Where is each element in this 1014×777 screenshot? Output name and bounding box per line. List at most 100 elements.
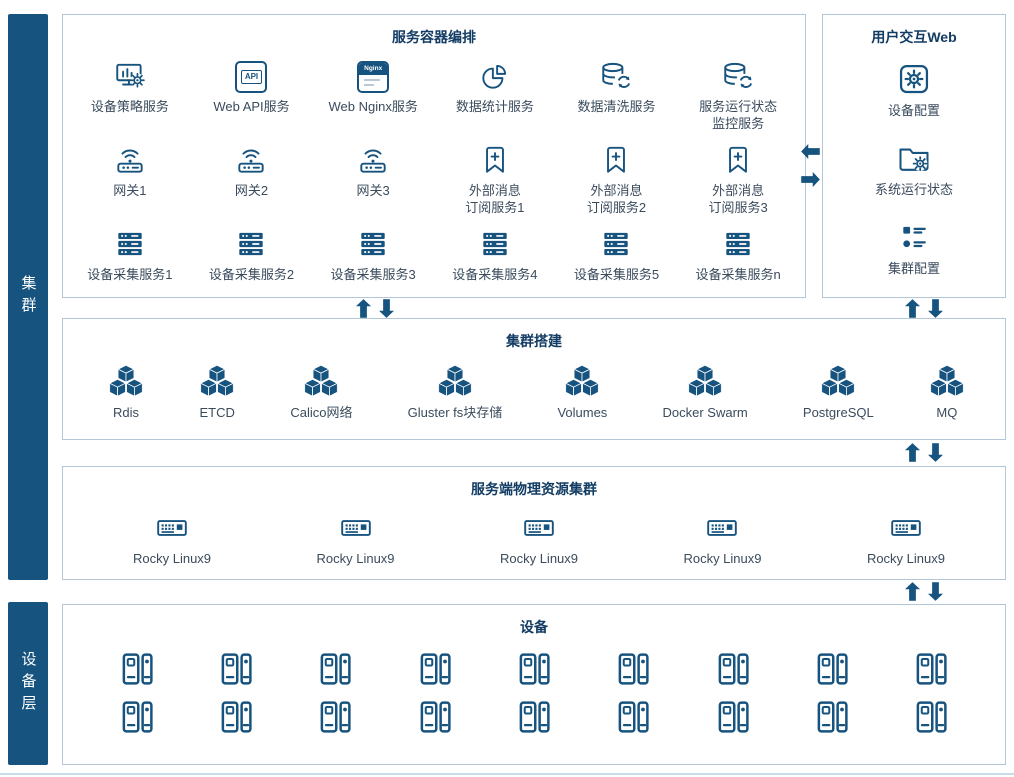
orchestration-box: 服务容器编排 设备策略服务 API Web API服务 Nginx (62, 14, 806, 298)
user-web-box: 用户交互Web 设备配置 系统运行状态 集群配置 (822, 14, 1006, 298)
device-icon (613, 697, 653, 737)
server-hardware-icon (522, 511, 556, 545)
node-label: Rdis (112, 405, 139, 420)
api-box-text: API (240, 70, 263, 84)
cluster-setup-box: 集群搭建 Rdis ETCD Calico网络 Gluster fs块存储 Vo… (62, 318, 1006, 440)
device-icon (315, 649, 355, 689)
router-icon (234, 143, 268, 177)
node-device-policy-service: 设备策略服务 (69, 59, 191, 133)
device-icon (117, 697, 157, 737)
list-config-icon (896, 219, 932, 255)
node-external-msg-subscribe-1: 外部消息 订阅服务1 (434, 143, 556, 217)
orchestration-web-arrows (803, 142, 818, 189)
node-label: Rocky Linux9 (499, 551, 579, 566)
node-gateway-3: 网关3 (312, 143, 434, 217)
arrow-down-icon (928, 582, 943, 601)
node-label: Rocky Linux9 (866, 551, 945, 566)
node-label: Rocky Linux9 (683, 551, 762, 566)
bookmark-plus-icon (478, 143, 512, 177)
node-web-nginx-service: Nginx Web Nginx服务 (312, 59, 434, 133)
node-gateway-2: 网关2 (191, 143, 313, 217)
nginx-box-icon: Nginx (357, 61, 390, 93)
cubes-icon (108, 363, 144, 399)
device-icon (911, 649, 951, 689)
cluster-layer-bar: 集群 (8, 14, 48, 580)
node-label: 数据清洗服务 (577, 99, 656, 114)
device-icon (713, 697, 753, 737)
node-cluster-config: 集群配置 (888, 219, 940, 278)
orchestration-row-3: 设备采集服务1 设备采集服务2 设备采集服务3 设备采集服务4 设备采集服务5 … (63, 227, 805, 284)
node-label: Volumes (557, 405, 608, 420)
server-hardware-icon (705, 511, 739, 545)
server-hardware-icon (889, 511, 923, 545)
node-external-msg-subscribe-3: 外部消息 订阅服务3 (677, 143, 799, 217)
physical-cluster-items: Rocky Linux9 Rocky Linux9 Rocky Linux9 R… (63, 499, 1005, 568)
device-icon (911, 697, 951, 737)
node-label: 设备策略服务 (90, 99, 169, 114)
node-calico-network: Calico网络 (290, 363, 352, 422)
node-label: 设备采集服务2 (208, 266, 295, 282)
arrow-right-icon (801, 172, 820, 187)
node-etcd: ETCD (199, 363, 235, 422)
node-label: Rocky Linux9 (133, 551, 212, 566)
server-stack-icon (721, 227, 755, 261)
node-device-collect-1: 设备采集服务1 (69, 227, 191, 284)
device-layer-label: 设备层 (19, 650, 37, 717)
node-label: Docker Swarm (662, 405, 748, 420)
user-web-items: 设备配置 系统运行状态 集群配置 (823, 47, 1005, 278)
device-icon (812, 649, 852, 689)
node-web-api-service: API Web API服务 (191, 59, 313, 133)
user-web-title: 用户交互Web (871, 29, 957, 45)
device-icon (415, 649, 455, 689)
node-label: 网关1 (113, 182, 147, 198)
server-stack-icon (478, 227, 512, 261)
node-label: 设备配置 (887, 103, 940, 118)
node-glusterfs-storage: Gluster fs块存储 (407, 363, 503, 422)
cubes-icon (199, 363, 235, 399)
node-device-config: 设备配置 (888, 61, 940, 120)
node-label: Web Nginx服务 (328, 99, 418, 114)
node-label: Gluster fs块存储 (407, 405, 503, 420)
database-monitor-icon (721, 59, 755, 93)
node-label: 网关3 (356, 182, 390, 198)
node-device-collect-2: 设备采集服务2 (191, 227, 313, 284)
node-label: 外部消息 订阅服务3 (708, 182, 768, 215)
arrow-left-icon (801, 144, 820, 159)
node-label: 集群配置 (887, 260, 940, 276)
cluster-layer-label: 集群 (19, 275, 37, 319)
cubes-icon (687, 363, 723, 399)
server-hardware-icon (339, 511, 373, 545)
arrow-up-icon (905, 299, 920, 318)
bookmark-plus-icon (599, 143, 633, 177)
gear-square-icon (896, 61, 932, 97)
node-label: 数据统计服务 (455, 99, 534, 114)
web-setup-arrows (905, 299, 943, 318)
nginx-box-lines (359, 74, 388, 91)
node-service-status-monitor-service: 服务运行状态 监控服务 (677, 59, 799, 133)
server-stack-icon (113, 227, 147, 261)
node-rocky-4: Rocky Linux9 (683, 511, 762, 568)
node-label: Rocky Linux9 (316, 551, 395, 566)
node-gateway-1: 网关1 (69, 143, 191, 217)
server-stack-icon (599, 227, 633, 261)
bookmark-plus-icon (721, 143, 755, 177)
orchestration-title: 服务容器编排 (392, 29, 476, 45)
nginx-box-text: Nginx (359, 63, 388, 75)
arrow-down-icon (928, 443, 943, 462)
node-rocky-2: Rocky Linux9 (316, 511, 395, 568)
arrow-up-icon (356, 299, 371, 318)
server-hardware-icon (155, 511, 189, 545)
node-data-statistics-service: 数据统计服务 (434, 59, 556, 133)
node-label: 外部消息 订阅服务1 (465, 182, 525, 215)
node-system-running-status: 系统运行状态 (875, 140, 953, 199)
node-rocky-3: Rocky Linux9 (500, 511, 578, 568)
node-label: PostgreSQL (802, 405, 874, 420)
pie-chart-icon (478, 59, 512, 93)
node-label: ETCD (199, 405, 235, 420)
node-label: Web API服务 (213, 99, 290, 114)
node-mq: MQ (929, 363, 965, 422)
node-label: 网关2 (234, 182, 269, 198)
device-icon (117, 649, 157, 689)
server-stack-icon (356, 227, 390, 261)
